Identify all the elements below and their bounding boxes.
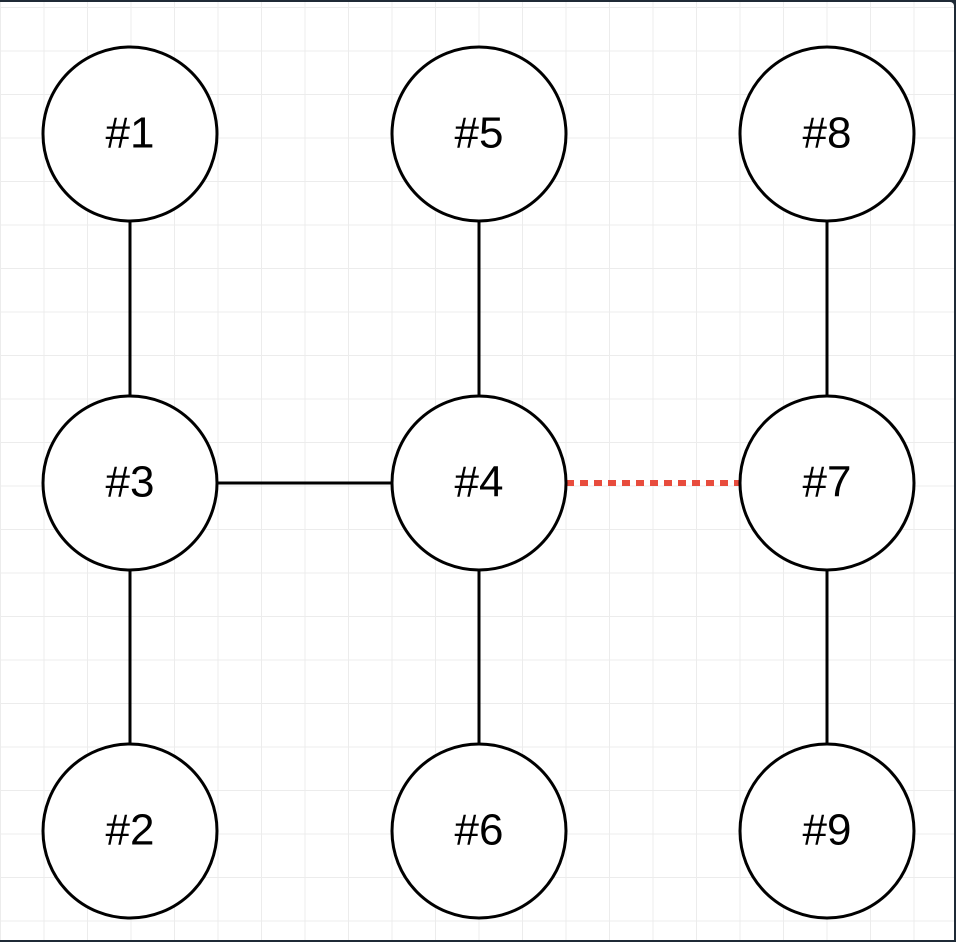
node-label: #7 xyxy=(803,458,852,507)
node-n7: #7 xyxy=(738,394,916,572)
node-n6: #6 xyxy=(390,742,568,920)
node-circle xyxy=(390,742,568,920)
node-n2: #2 xyxy=(41,742,219,920)
node-n5: #5 xyxy=(390,45,568,223)
node-label: #2 xyxy=(106,806,155,855)
node-label: #3 xyxy=(106,458,155,507)
edges-layer xyxy=(128,221,829,744)
node-label: #9 xyxy=(803,806,852,855)
node-circle xyxy=(738,394,916,572)
node-circle xyxy=(390,45,568,223)
node-label: #6 xyxy=(455,806,504,855)
node-n4: #4 xyxy=(390,394,568,572)
node-circle xyxy=(41,394,219,572)
node-n1: #1 xyxy=(41,45,219,223)
node-circle xyxy=(41,742,219,920)
node-n9: #9 xyxy=(738,742,916,920)
node-n3: #3 xyxy=(41,394,219,572)
node-label: #8 xyxy=(803,109,852,158)
nodes-layer: #1 #5 #8 #3 #4 #7 #2 #6 #9 xyxy=(41,45,916,920)
node-circle xyxy=(738,45,916,223)
node-label: #5 xyxy=(455,109,504,158)
node-label: #1 xyxy=(106,109,155,158)
node-n8: #8 xyxy=(738,45,916,223)
node-circle xyxy=(738,742,916,920)
node-circle xyxy=(390,394,568,572)
node-label: #4 xyxy=(455,458,504,507)
node-circle xyxy=(41,45,219,223)
